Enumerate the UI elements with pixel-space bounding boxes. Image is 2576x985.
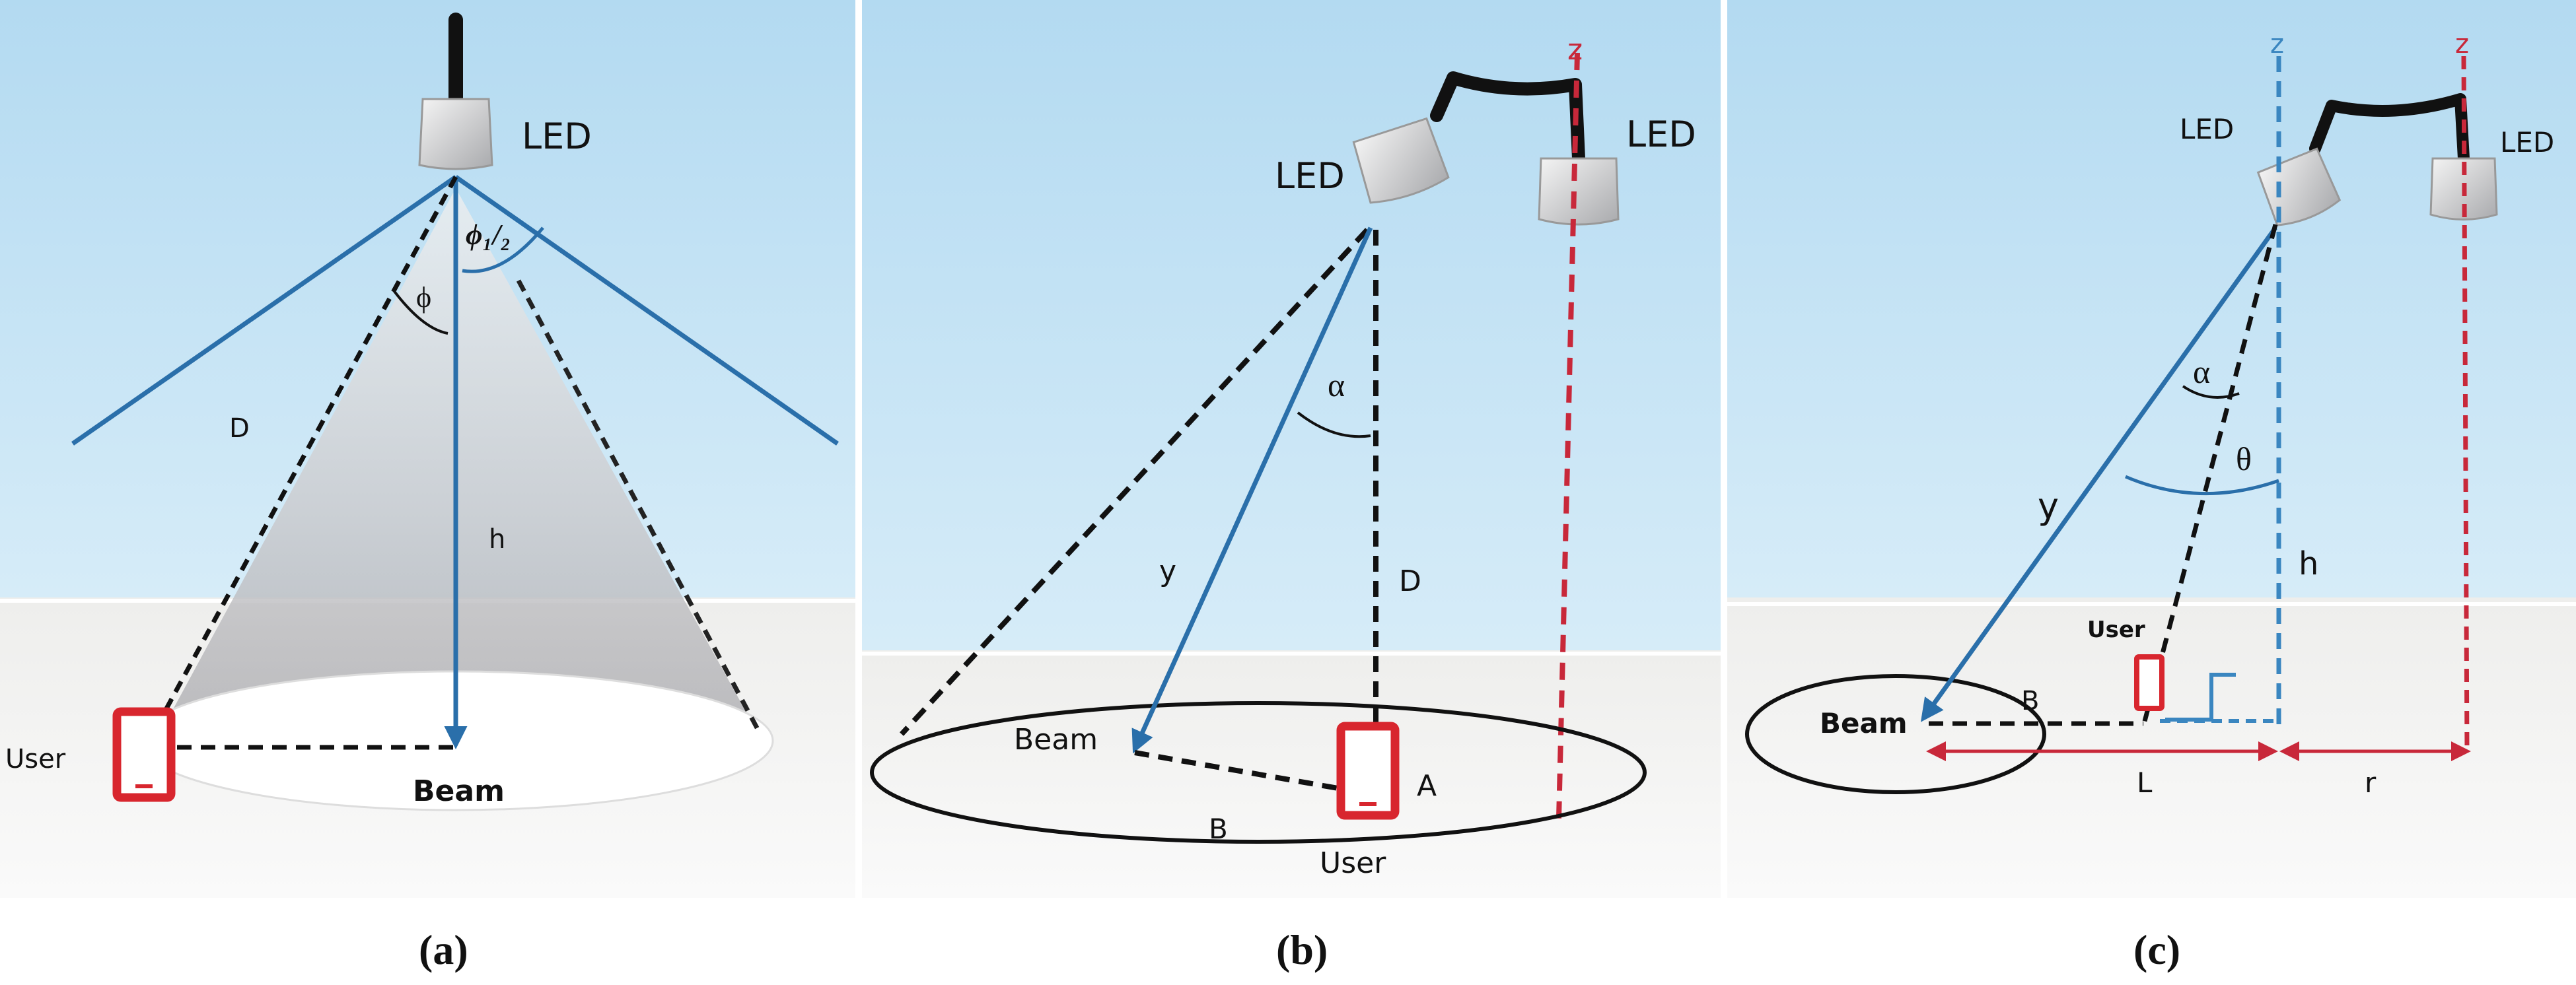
z-left-label: z [2270,29,2284,59]
user-label: User [2087,617,2145,643]
arc-theta [2125,475,2279,496]
light-cone [159,188,760,736]
d-label: D [229,413,250,444]
led-left-lamp-icon [1352,117,1450,204]
panel-b-floor [862,650,1721,898]
arc-alpha [1297,411,1371,438]
b-label: B [1209,813,1228,845]
caption-b: (b) [1276,926,1328,973]
user-label: User [5,744,66,774]
arc-half-angle [462,226,544,273]
beam-label: Beam [1014,723,1098,757]
beam-label: Beam [413,774,505,808]
h-label: h [489,524,505,555]
beam-ellipse [1745,674,2046,794]
right-angle-marker [2165,673,2236,722]
y-label: y [1159,555,1176,588]
b-label: B [2021,686,2039,716]
r-label: r [2365,766,2377,799]
l-label: L [2137,766,2153,799]
phi-label: ϕ [416,281,431,314]
phone-icon [2134,654,2165,711]
y-label: y [2038,485,2059,527]
h-label: h [2299,545,2318,582]
led-left-label: LED [2180,113,2234,145]
z-axis-red [2461,55,2470,753]
led-arm [1430,71,1585,165]
a-label: A [1417,769,1437,803]
dash-to-user [151,176,458,734]
z-right-label: z [2455,29,2469,59]
beam-ellipse [870,701,1647,844]
led-right-label: LED [2500,126,2554,158]
phone-icon [1336,722,1400,820]
z-axis [1556,52,1580,819]
panel-c: LED LED z z α θ y h User Beam B L r [1727,0,2576,973]
half-angle-line-right [454,175,840,446]
user-label: User [1320,846,1386,880]
led-label: LED [522,116,592,157]
beam-label: Beam [1820,707,1908,739]
dash-b [1134,750,1361,795]
ray-y [1920,226,2277,722]
arc-phi [392,289,448,335]
led-lamp-icon [418,98,493,170]
phone-icon [112,707,176,802]
led-right-lamp-icon [1538,157,1620,226]
panel-b: LED LED z α y D Beam B A User (b) [862,0,1721,973]
caption-a: (a) [419,926,468,973]
panel-b-wall [862,0,1721,650]
dash-cone-right [516,279,762,734]
half-angle-label: ϕ₁/₂ [466,219,511,251]
z-label: z [1567,33,1583,67]
dash-to-far-edge [900,228,1369,736]
ray-y [1131,226,1373,754]
arc-alpha [2182,385,2240,399]
led-arm [2309,93,2470,164]
theta-label: θ [2236,440,2252,477]
panel-c-wall [1727,0,2576,597]
half-angle-line-left [71,175,458,446]
panel-c-floor [1727,597,2576,898]
dash-to-user [2141,224,2278,727]
alpha-label: α [2193,353,2210,390]
alpha-label: α [1328,366,1345,403]
led-left-label: LED [1275,155,1345,197]
d-label: D [1399,564,1421,598]
panel-a: LED ϕ ϕ₁/₂ D h User Beam (a) [0,0,855,973]
led-right-label: LED [1626,114,1696,155]
caption-c: (c) [2133,926,2180,973]
